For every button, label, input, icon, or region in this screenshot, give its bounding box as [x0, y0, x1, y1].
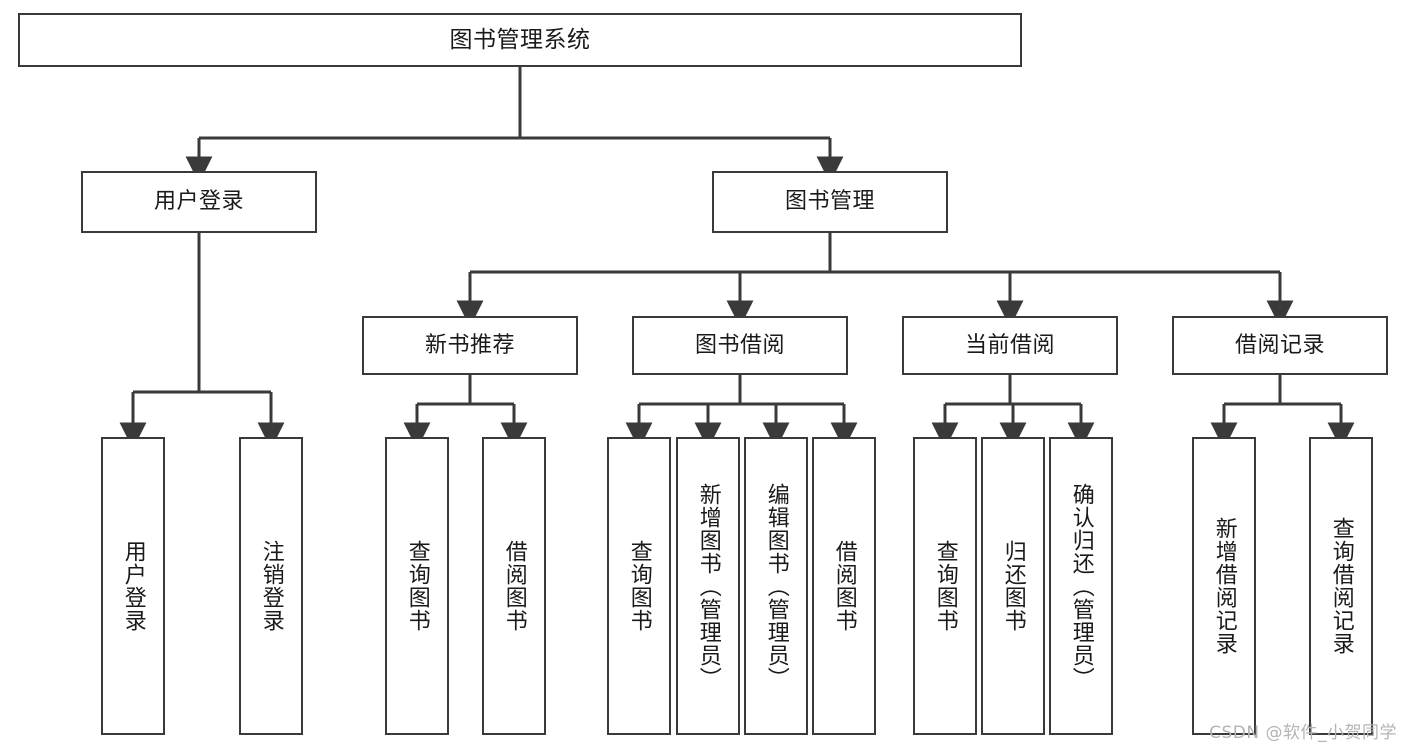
- node-user-login-label: 用户登录: [153, 189, 244, 215]
- node-current-borrow[interactable]: 当前借阅: [902, 316, 1118, 375]
- node-leaf-add-book-label: 新增图书（管理员）: [695, 482, 721, 690]
- node-leaf-edit-book[interactable]: 编辑图书（管理员）: [744, 437, 808, 735]
- node-root-label: 图书管理系统: [449, 26, 591, 53]
- node-leaf-borrow-book-1[interactable]: 借阅图书: [482, 437, 546, 735]
- node-new-book-recommend[interactable]: 新书推荐: [362, 316, 578, 375]
- node-current-borrow-label: 当前借阅: [964, 332, 1055, 358]
- node-borrow-record-label: 借阅记录: [1234, 332, 1325, 358]
- node-leaf-query-record[interactable]: 查询借阅记录: [1309, 437, 1373, 735]
- watermark: CSDN @软件_小贺同学: [1209, 723, 1397, 743]
- node-leaf-confirm-return-label: 确认归还（管理员）: [1068, 482, 1094, 690]
- node-leaf-return-book[interactable]: 归还图书: [981, 437, 1045, 735]
- node-book-borrow[interactable]: 图书借阅: [632, 316, 848, 375]
- node-book-manage-label: 图书管理: [784, 189, 875, 215]
- node-leaf-borrow-book-1-label: 借阅图书: [501, 540, 527, 632]
- node-leaf-user-login-label: 用户登录: [120, 540, 146, 632]
- node-leaf-add-record-label: 新增借阅记录: [1211, 517, 1237, 655]
- node-leaf-query-book-1-label: 查询图书: [404, 540, 430, 632]
- node-leaf-query-book-2[interactable]: 查询图书: [607, 437, 671, 735]
- node-leaf-query-book-2-label: 查询图书: [626, 540, 652, 632]
- node-leaf-logout-login-label: 注销登录: [258, 540, 284, 632]
- node-leaf-query-book-3[interactable]: 查询图书: [913, 437, 977, 735]
- node-leaf-add-record[interactable]: 新增借阅记录: [1192, 437, 1256, 735]
- node-root[interactable]: 图书管理系统: [18, 13, 1022, 67]
- node-leaf-query-book-3-label: 查询图书: [932, 540, 958, 632]
- node-leaf-borrow-book-2-label: 借阅图书: [831, 540, 857, 632]
- node-leaf-borrow-book-2[interactable]: 借阅图书: [812, 437, 876, 735]
- node-leaf-edit-book-label: 编辑图书（管理员）: [763, 482, 789, 690]
- node-leaf-add-book[interactable]: 新增图书（管理员）: [676, 437, 740, 735]
- node-leaf-confirm-return[interactable]: 确认归还（管理员）: [1049, 437, 1113, 735]
- node-leaf-query-book-1[interactable]: 查询图书: [385, 437, 449, 735]
- node-user-login[interactable]: 用户登录: [81, 171, 317, 233]
- node-borrow-record[interactable]: 借阅记录: [1172, 316, 1388, 375]
- node-leaf-user-login[interactable]: 用户登录: [101, 437, 165, 735]
- node-leaf-return-book-label: 归还图书: [1000, 540, 1026, 632]
- node-leaf-logout-login[interactable]: 注销登录: [239, 437, 303, 735]
- node-leaf-query-record-label: 查询借阅记录: [1328, 517, 1354, 655]
- node-book-borrow-label: 图书借阅: [694, 332, 785, 358]
- node-book-manage[interactable]: 图书管理: [712, 171, 948, 233]
- node-new-book-recommend-label: 新书推荐: [424, 332, 515, 358]
